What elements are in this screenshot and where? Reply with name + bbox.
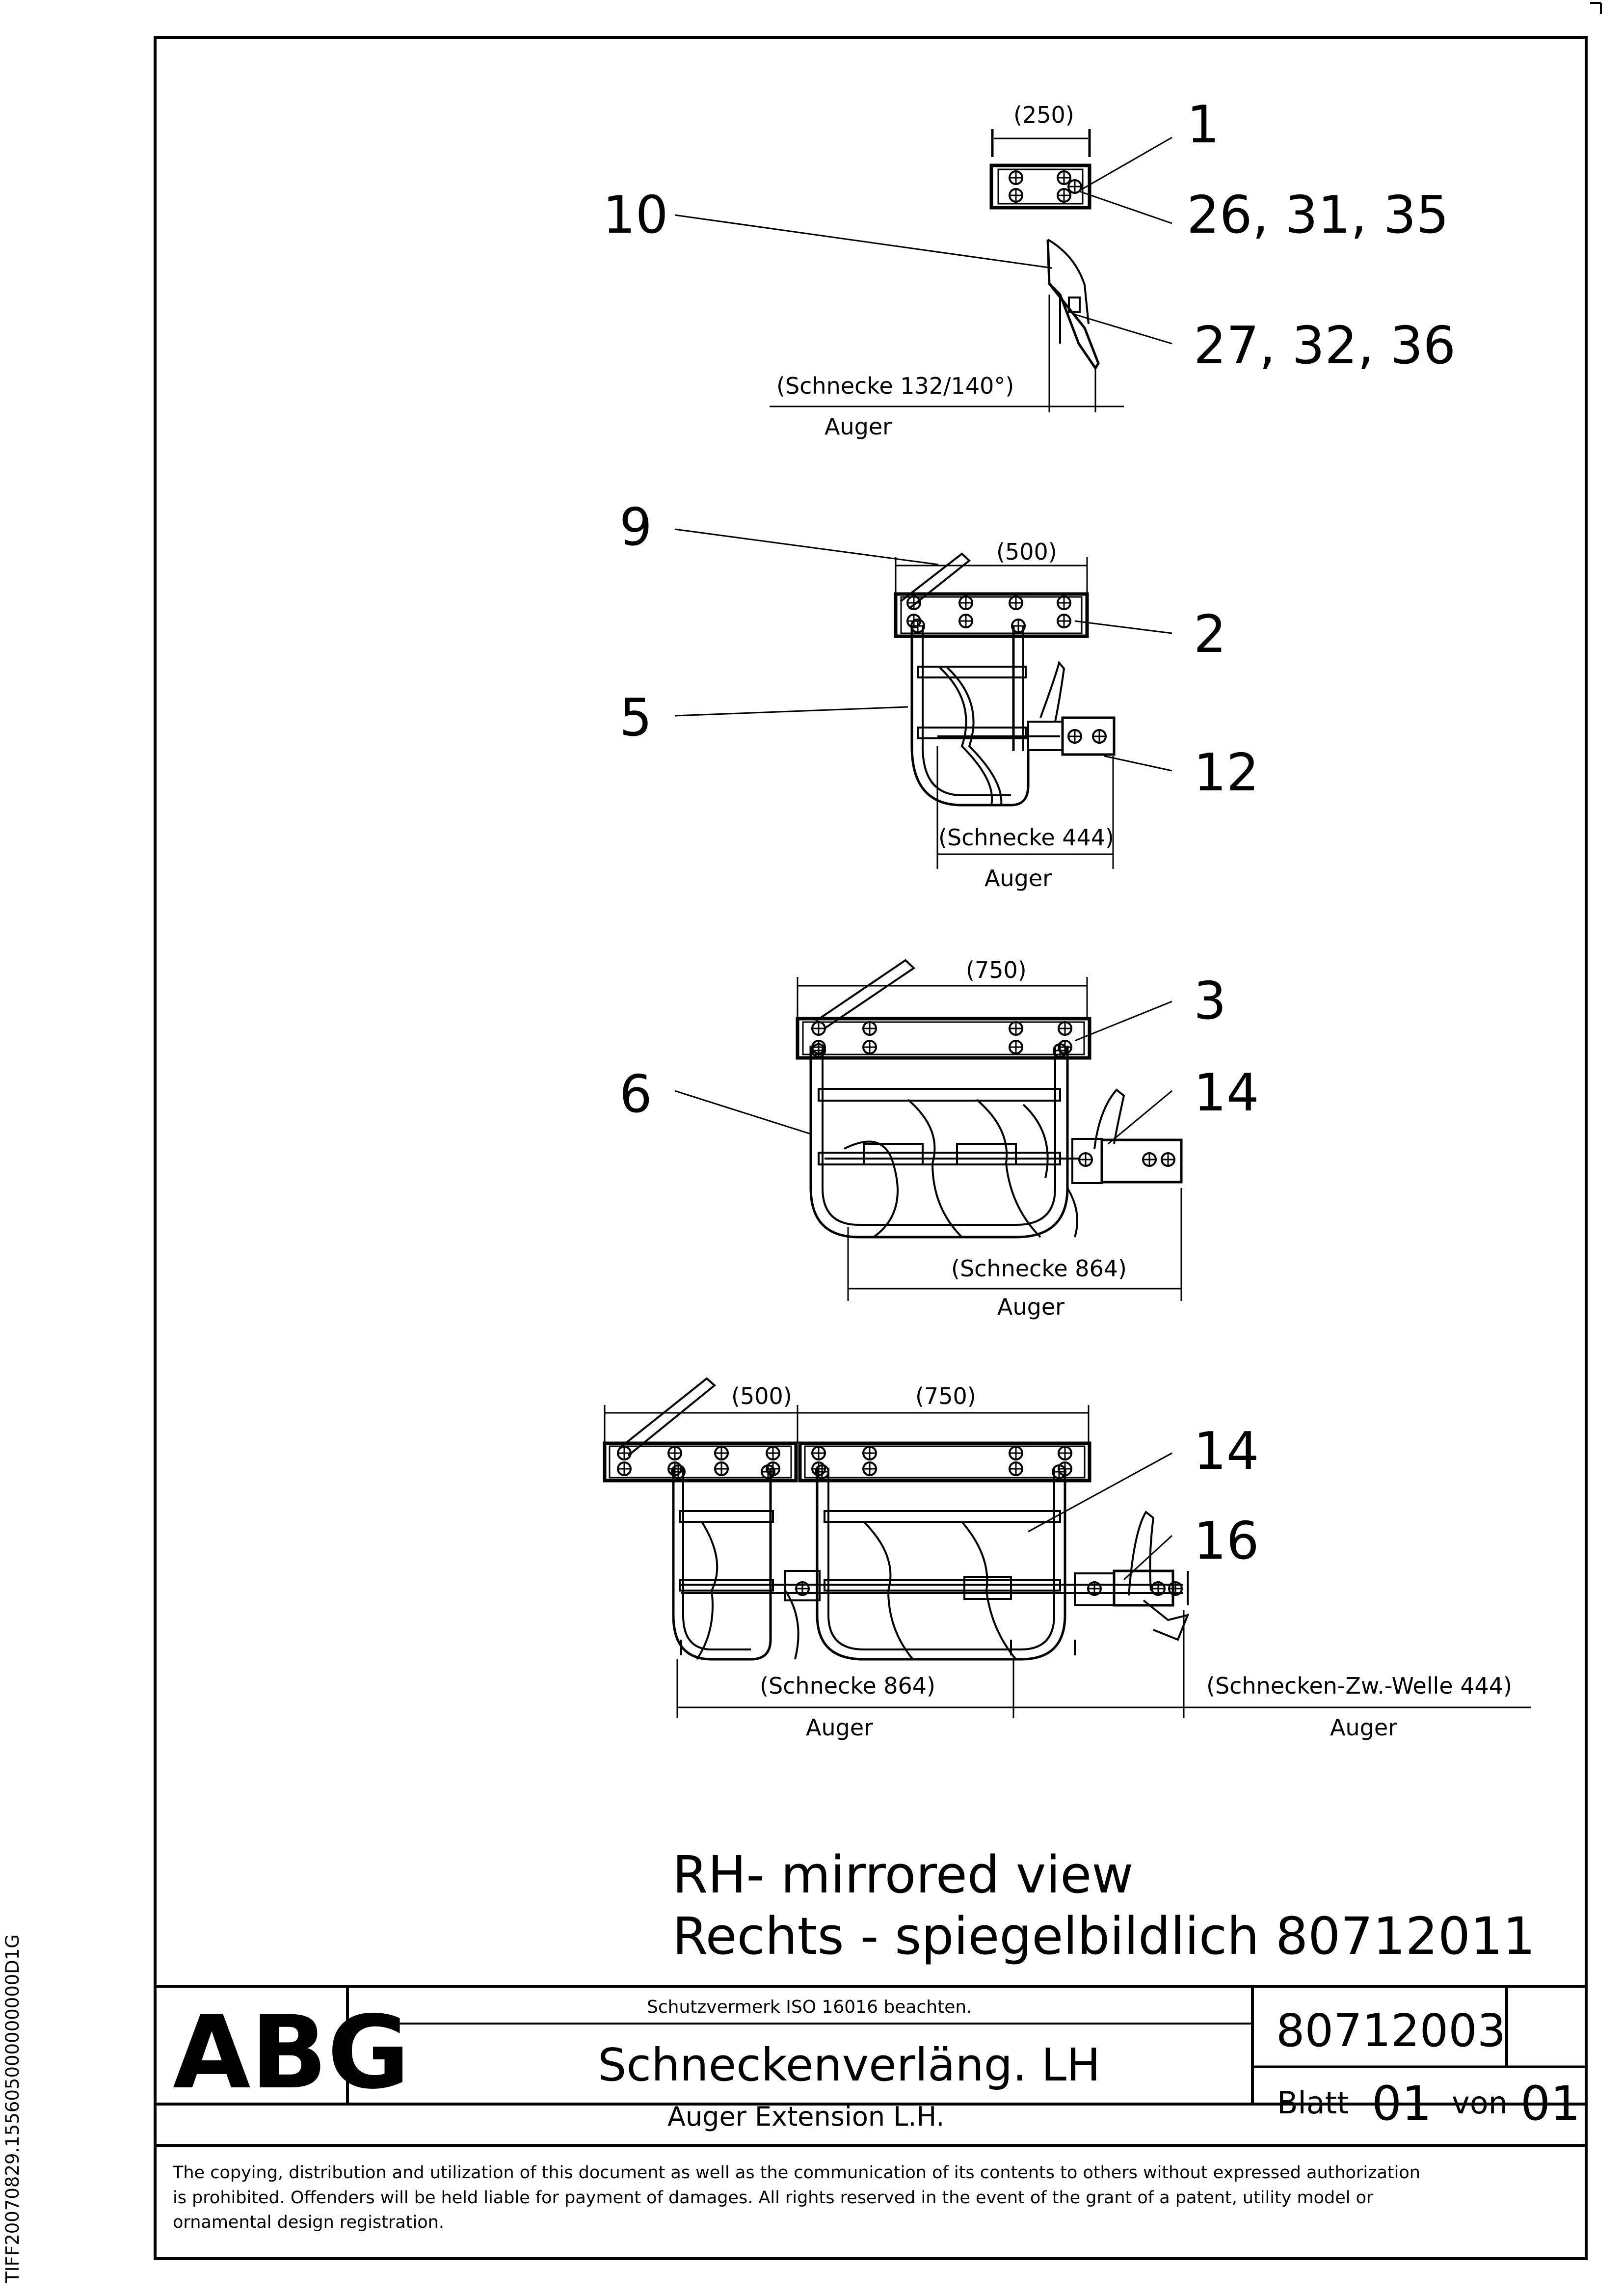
view-3-dim-top: (750) xyxy=(966,957,1027,983)
view-2-label-2: 2 xyxy=(1194,604,1226,664)
view-4-dim-bottom-right-en: Auger xyxy=(1330,1714,1397,1741)
view-3-label-14: 14 xyxy=(1194,1063,1259,1123)
view-4-dim-bottom-left: (Schnecke 864) xyxy=(760,1673,935,1699)
view-1-dim-bottom-en: Auger xyxy=(825,413,892,440)
view-2-dim-bottom-en: Auger xyxy=(984,865,1052,891)
view-1-dim-bottom: (Schnecke 132/140°) xyxy=(776,373,1014,399)
view-1-dim-top: (250) xyxy=(1013,102,1074,128)
view-4-label-16: 16 xyxy=(1194,1511,1259,1571)
view-1-label-1: 1 xyxy=(1187,95,1220,155)
sheet-number: 01 xyxy=(1372,2076,1432,2131)
legal-line-2: is prohibited. Offenders will be held li… xyxy=(173,2188,1374,2208)
sheet-total: 01 xyxy=(1520,2076,1580,2131)
mirror-note-de: Rechts - spiegelbildlich 80712011 xyxy=(672,1906,1535,1966)
view-2-label-9: 9 xyxy=(619,497,652,557)
view-4-dim-top-left: (500) xyxy=(731,1383,792,1409)
view-3-label-6: 6 xyxy=(619,1064,652,1124)
legal-line-1: The copying, distribution and utilizatio… xyxy=(172,2163,1420,2183)
drawing-subtitle: Auger Extension L.H. xyxy=(667,2101,944,2132)
protection-note: Schutzvermerk ISO 16016 beachten. xyxy=(647,1997,972,2017)
side-code: TIFF20070829.155605000000000D1G xyxy=(2,1934,23,2283)
view-4 xyxy=(603,1377,1531,1718)
view-1-label-10: 10 xyxy=(603,185,668,245)
view-3 xyxy=(674,959,1183,1301)
abg-logo: ABG xyxy=(173,1995,410,2111)
view-1 xyxy=(674,129,1172,412)
view-3-dim-bottom: (Schnecke 864) xyxy=(951,1255,1127,1282)
view-2-dim-top: (500) xyxy=(996,539,1057,565)
drawing-number: 80712003 xyxy=(1276,2004,1506,2057)
view-4-dim-top-right: (750) xyxy=(915,1383,976,1409)
view-4-dim-bottom-right: (Schnecken-Zw.-Welle 444) xyxy=(1206,1673,1512,1699)
legal-line-3: ornamental design registration. xyxy=(173,2213,444,2232)
view-2-label-12: 12 xyxy=(1194,743,1259,803)
view-2 xyxy=(674,528,1172,869)
view-1-bolts xyxy=(1009,170,1082,203)
drawing-title: Schneckenverläng. LH xyxy=(598,2039,1100,2091)
view-2-label-5: 5 xyxy=(619,688,652,748)
sheet-border xyxy=(154,36,1588,2260)
view-2-dim-bottom: (Schnecke 444) xyxy=(938,824,1114,851)
view-1-label-26-31-35: 26, 31, 35 xyxy=(1187,185,1449,245)
sheet-label: Blatt xyxy=(1277,2085,1349,2121)
mirror-note-en: RH- mirrored view xyxy=(672,1845,1133,1905)
title-block-lines xyxy=(155,1985,1586,2106)
view-2-bolts xyxy=(906,595,1107,744)
view-3-label-3: 3 xyxy=(1194,971,1226,1031)
view-1-label-27-32-36: 27, 32, 36 xyxy=(1194,316,1456,376)
of-label: von xyxy=(1452,2085,1508,2121)
view-4-dim-bottom-left-en: Auger xyxy=(806,1714,873,1741)
view-3-dim-bottom-en: Auger xyxy=(997,1294,1064,1320)
view-4-label-14: 14 xyxy=(1194,1421,1259,1481)
